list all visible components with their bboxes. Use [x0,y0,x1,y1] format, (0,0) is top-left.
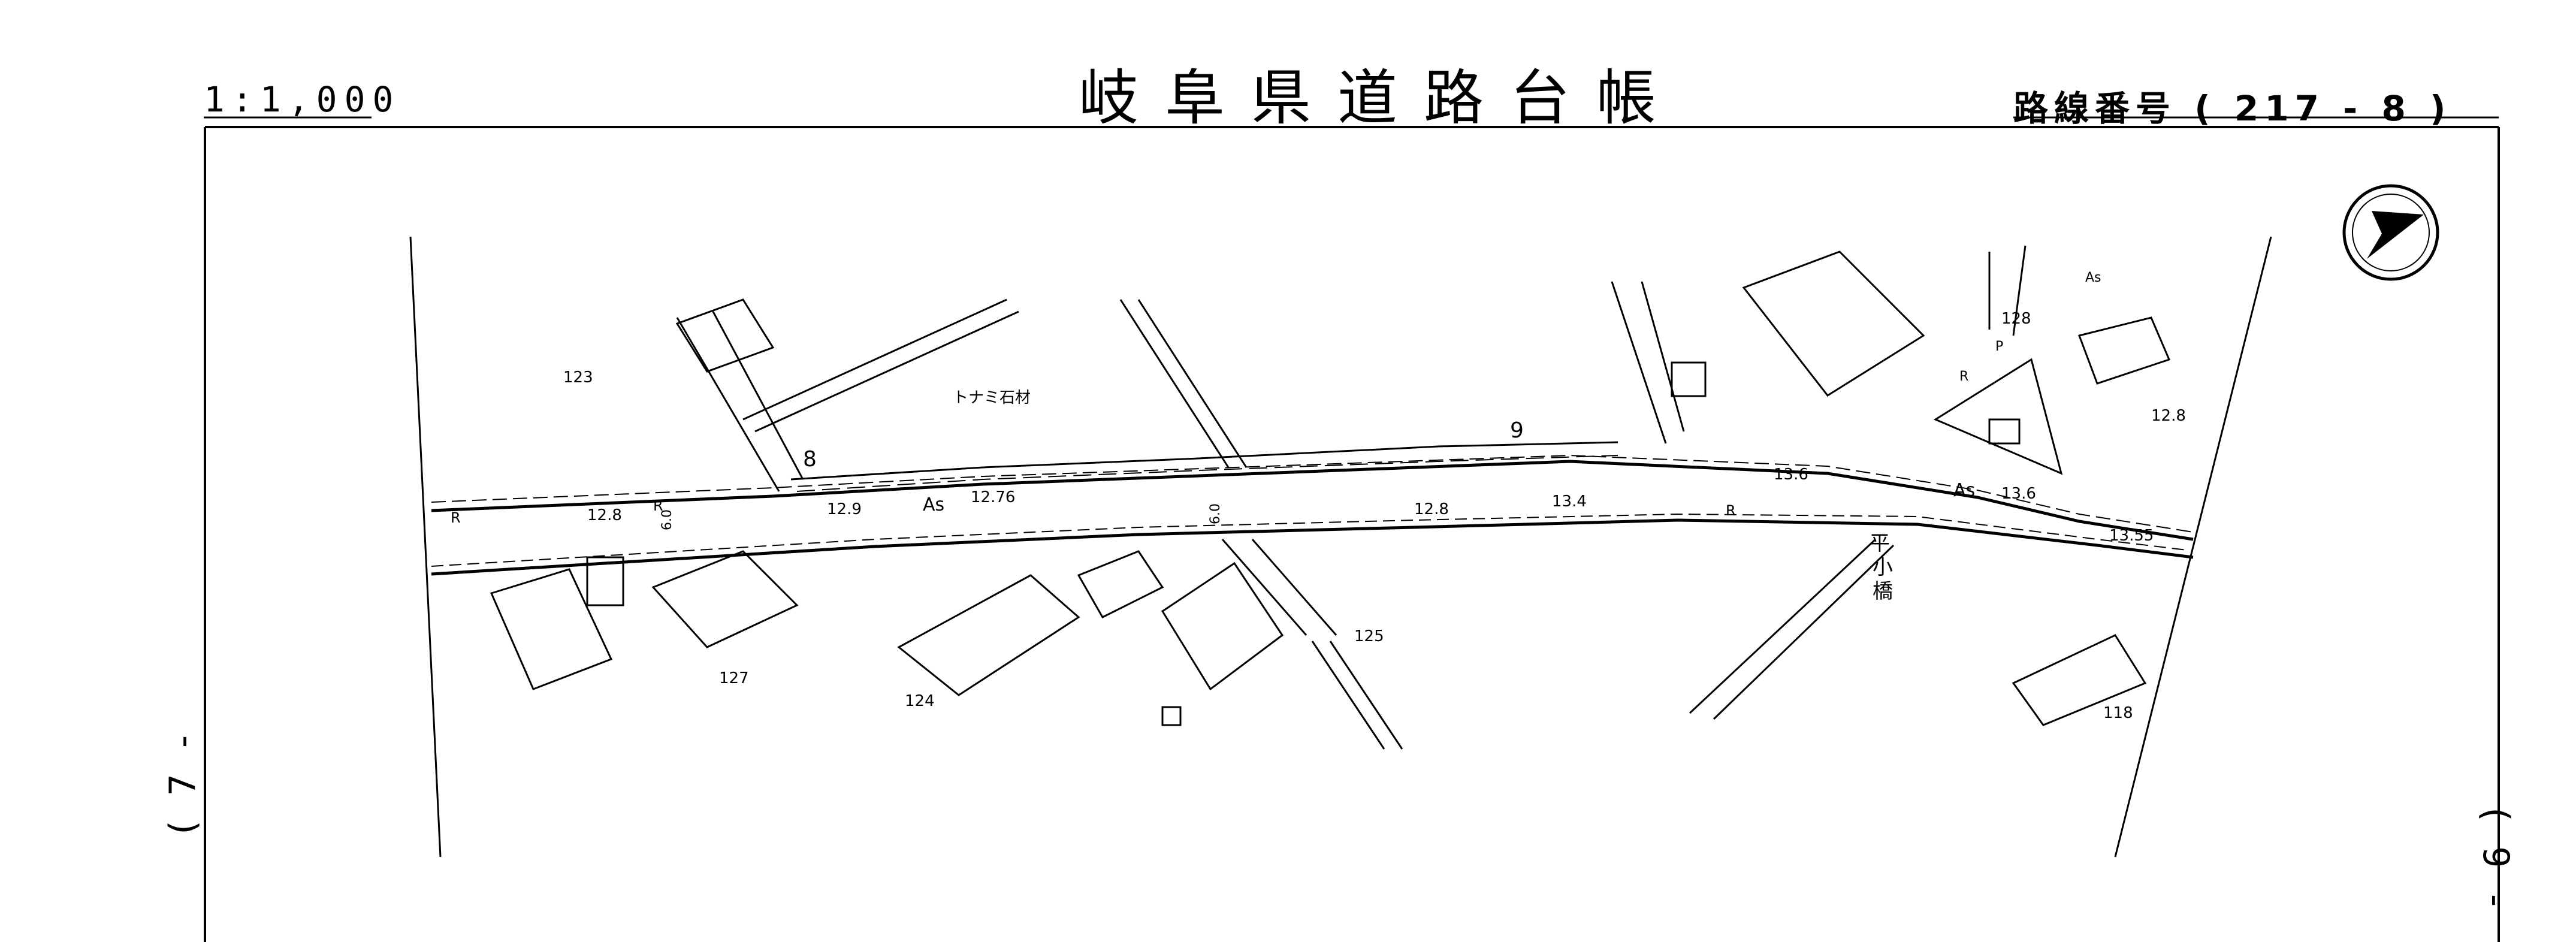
pavement-type: As [923,494,944,515]
elevation-label: 123 [563,369,593,387]
elevation-label: 12.76 [971,488,1015,506]
elevation-label: 13.6 [1774,466,1808,484]
elevation-label: 125 [1354,627,1384,645]
width-label: 6.0 [1208,503,1223,524]
building-footprints [490,250,2171,726]
width-label: 6.0 [660,509,675,530]
bridge-name: 小 [1873,555,1893,579]
elevation-label: 12.8 [587,506,622,524]
main-road [431,441,2194,576]
north-arrow-icon [2342,184,2439,281]
roadside-label: R [1726,502,1736,519]
traffic-island [1933,358,2063,475]
map-scale: 1:1,000 [204,79,401,120]
roadside-label: R [653,497,663,514]
station-number: 8 [803,447,817,472]
elevation-label: 128 [2001,310,2031,328]
station-number: 9 [1510,418,1524,443]
map-frame [204,126,2500,942]
elevation-label: 118 [2103,704,2133,722]
pavement-type: As [2085,270,2101,285]
side-roads [676,245,2027,750]
railway-tracks [742,298,1895,720]
page-title: 岐阜県道路台帳 [1079,63,1683,133]
bridge-name: 平 [1870,532,1890,555]
business-name: トナミ石材 [953,389,1031,407]
elevation-label: 13.4 [1552,493,1587,511]
roadside-label: R [1959,369,1968,384]
elevation-label: 127 [719,669,749,687]
elevation-label: 13.6 [2001,485,2036,503]
elevation-label: 124 [905,692,935,710]
route-number: 路線番号 ( 217 - 8 ) [2013,80,2452,131]
elevation-label: 12.9 [827,500,862,518]
elevation-label: 13.55 [2109,527,2154,545]
route-prefix: 路線番号 [2013,88,2177,129]
parking-label: P [1995,339,2003,354]
pavement-type: As [1953,480,1975,501]
elevation-label: 12.8 [2151,407,2186,425]
route-value: ( 217 - 8 ) [2194,88,2452,129]
bridge-name: 橋 [1873,579,1893,603]
roadside-label: R [451,509,461,526]
elevation-label: 12.8 [1414,500,1449,518]
survey-boundary [409,236,2272,858]
map-annotations: 123 127 124 125 12.8 12.9 12.76 12.8 13.… [451,270,2186,722]
